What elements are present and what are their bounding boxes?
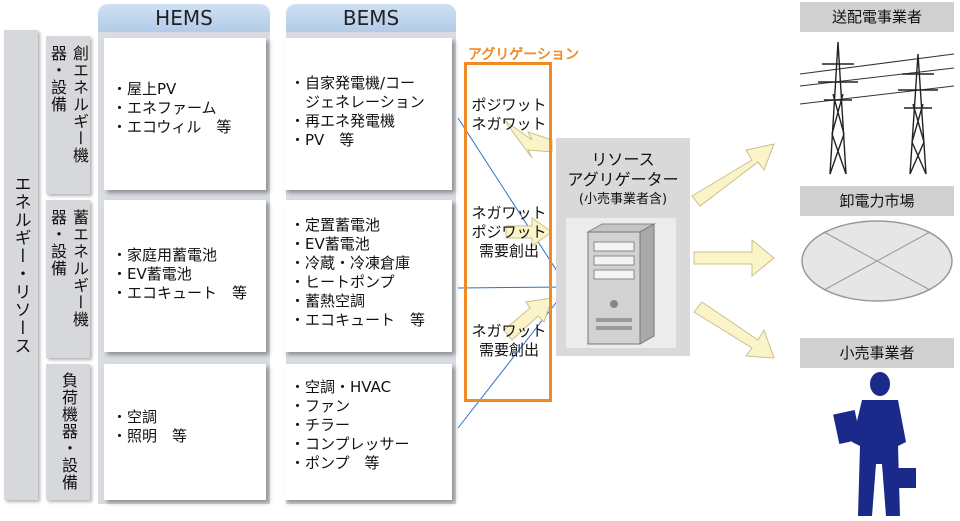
bems-card-load: ・空調・HVAC・ファン・チラー・コンプレッサー・ポンプ 等 (284, 364, 452, 500)
flow-arrow-1 (503, 119, 553, 159)
bems-card-storage: ・定置蓄電池・EV蓄電池・冷蔵・冷凍倉庫・ヒートポンプ・蓄熱空調・エコキュート … (284, 200, 452, 352)
aggregator-title-3: (小売事業者含) (578, 192, 668, 207)
aggregator-title-2: アグリゲーター (567, 170, 679, 189)
list-item: ・空調 (112, 408, 158, 426)
row-label-storage-text: 蓄エネルギー機器・設備 (48, 209, 89, 328)
list-item: ・再エネ発電機 (290, 112, 396, 130)
hems-list-creation: ・屋上PV・エネファーム・エコウィル 等 (104, 38, 266, 137)
list-item: ・家庭用蓄電池 (112, 246, 218, 264)
target-label-retail: 小売事業者 (800, 338, 954, 368)
aggregator-title-1: リソース (591, 150, 655, 169)
power-tower-icon (800, 41, 954, 175)
hems-list-load: ・空調・照明 等 (104, 364, 266, 446)
list-item: ・自家発電機/コー (290, 74, 416, 92)
row-label-creation-text: 創エネルギー機器・設備 (48, 45, 89, 164)
hems-card-load: ・空調・照明 等 (104, 364, 266, 500)
businessman-icon (833, 372, 916, 516)
list-item: ・エネファーム (112, 99, 217, 117)
list-item: ジェネレーション (290, 93, 425, 111)
aggregation-box (464, 62, 552, 402)
list-item: ・蓄熱空調 (290, 292, 366, 310)
target-label-wholesale: 卸電力市場 (800, 186, 954, 216)
target-label-transmission: 送配電事業者 (800, 2, 954, 32)
list-item: ・照明 等 (112, 427, 188, 445)
list-item: ・エコキュート 等 (290, 311, 426, 329)
market-ellipse-icon (801, 220, 953, 302)
energy-resource-text: エネルギー・リソース (10, 175, 31, 355)
flow-label-2: ネガワット ポジワット 需要創出 (471, 204, 547, 260)
bems-list-creation: ・自家発電機/コー ジェネレーション・再エネ発電機・PV 等 (284, 38, 452, 150)
list-item: ・ヒートポンプ (290, 273, 395, 291)
flow-arrow-3 (503, 297, 553, 341)
hems-card-creation: ・屋上PV・エネファーム・エコウィル 等 (104, 38, 266, 190)
list-item: ・ファン (290, 397, 351, 415)
energy-resource-label: エネルギー・リソース (4, 30, 38, 500)
bems-list-load: ・空調・HVAC・ファン・チラー・コンプレッサー・ポンプ 等 (284, 364, 452, 473)
row-label-creation: 創エネルギー機器・設備 (46, 36, 90, 194)
link-line-1 (457, 117, 567, 286)
output-arrow-top (691, 143, 775, 207)
list-item: ・屋上PV (112, 80, 177, 98)
list-item: ・冷蔵・冷凍倉庫 (290, 254, 411, 272)
row-label-load-text: 負荷機器・設備 (59, 372, 78, 491)
list-item: ・コンプレッサー (290, 435, 410, 453)
hems-card-storage: ・家庭用蓄電池・EV蓄電池・エコキュート 等 (104, 200, 266, 352)
row-label-storage: 蓄エネルギー機器・設備 (46, 200, 90, 358)
output-arrow-mid (693, 238, 775, 278)
list-item: ・EV蓄電池 (290, 235, 370, 253)
list-item: ・チラー (290, 416, 351, 434)
link-line-3 (457, 289, 567, 429)
output-arrow-bottom (693, 301, 775, 359)
list-item: ・定置蓄電池 (290, 216, 381, 234)
server-icon (566, 218, 676, 348)
bems-list-storage: ・定置蓄電池・EV蓄電池・冷蔵・冷凍倉庫・ヒートポンプ・蓄熱空調・エコキュート … (284, 200, 452, 330)
flow-label-3: ネガワット 需要創出 (471, 322, 547, 359)
row-label-load: 負荷機器・設備 (46, 364, 90, 500)
hems-list-storage: ・家庭用蓄電池・EV蓄電池・エコキュート 等 (104, 200, 266, 303)
hems-header: HEMS (98, 4, 270, 32)
flow-label-1: ポジワット ネガワット (471, 96, 547, 133)
list-item: ・ポンプ 等 (290, 454, 380, 472)
aggregation-title: アグリゲーション (468, 47, 580, 63)
bems-header: BEMS (286, 4, 456, 32)
list-item: ・エコキュート 等 (112, 284, 248, 302)
list-item: ・空調・HVAC (290, 378, 392, 396)
list-item: ・EV蓄電池 (112, 265, 192, 283)
list-item: ・PV 等 (290, 131, 355, 149)
list-item: ・エコウィル 等 (112, 118, 232, 136)
flow-arrow-2 (505, 217, 553, 247)
bems-card-creation: ・自家発電機/コー ジェネレーション・再エネ発電機・PV 等 (284, 38, 452, 190)
link-line-2 (457, 286, 567, 289)
